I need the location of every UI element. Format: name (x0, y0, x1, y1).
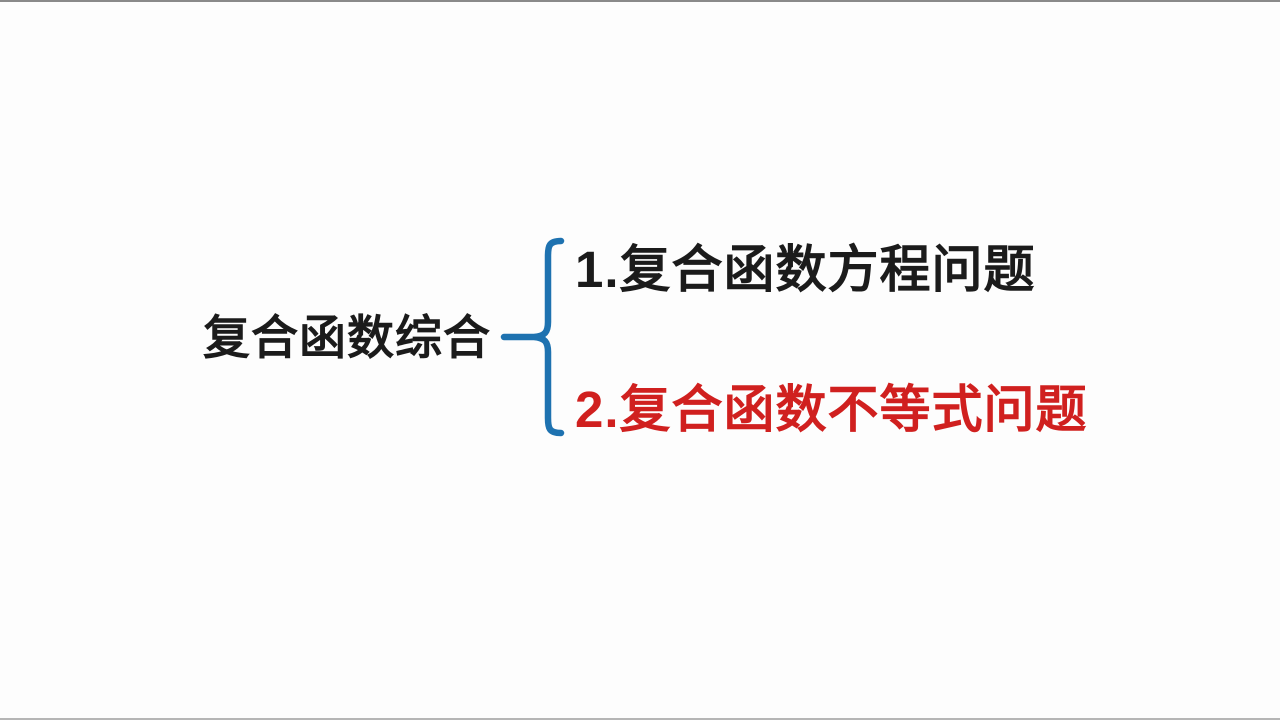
branch-item-2: 2.复合函数不等式问题 (575, 381, 1088, 438)
branch-item-1: 1.复合函数方程问题 (575, 241, 1036, 298)
bottom-letterbox-edge (0, 718, 1280, 720)
curly-brace (500, 237, 565, 437)
root-label: 复合函数综合 (203, 311, 491, 364)
top-letterbox-edge (0, 0, 1280, 2)
curly-brace-path (500, 237, 565, 437)
